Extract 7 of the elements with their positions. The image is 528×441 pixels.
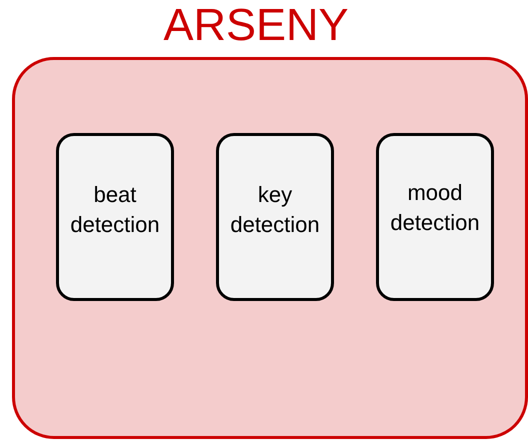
box-label: beat detection: [69, 181, 161, 239]
process-box: [56, 133, 174, 301]
process-box: [376, 133, 494, 301]
process-box: [216, 133, 334, 301]
title-text: ARSENY: [162, 0, 350, 50]
box-label: key detection: [229, 181, 321, 239]
box-label: mood detection: [389, 179, 481, 237]
